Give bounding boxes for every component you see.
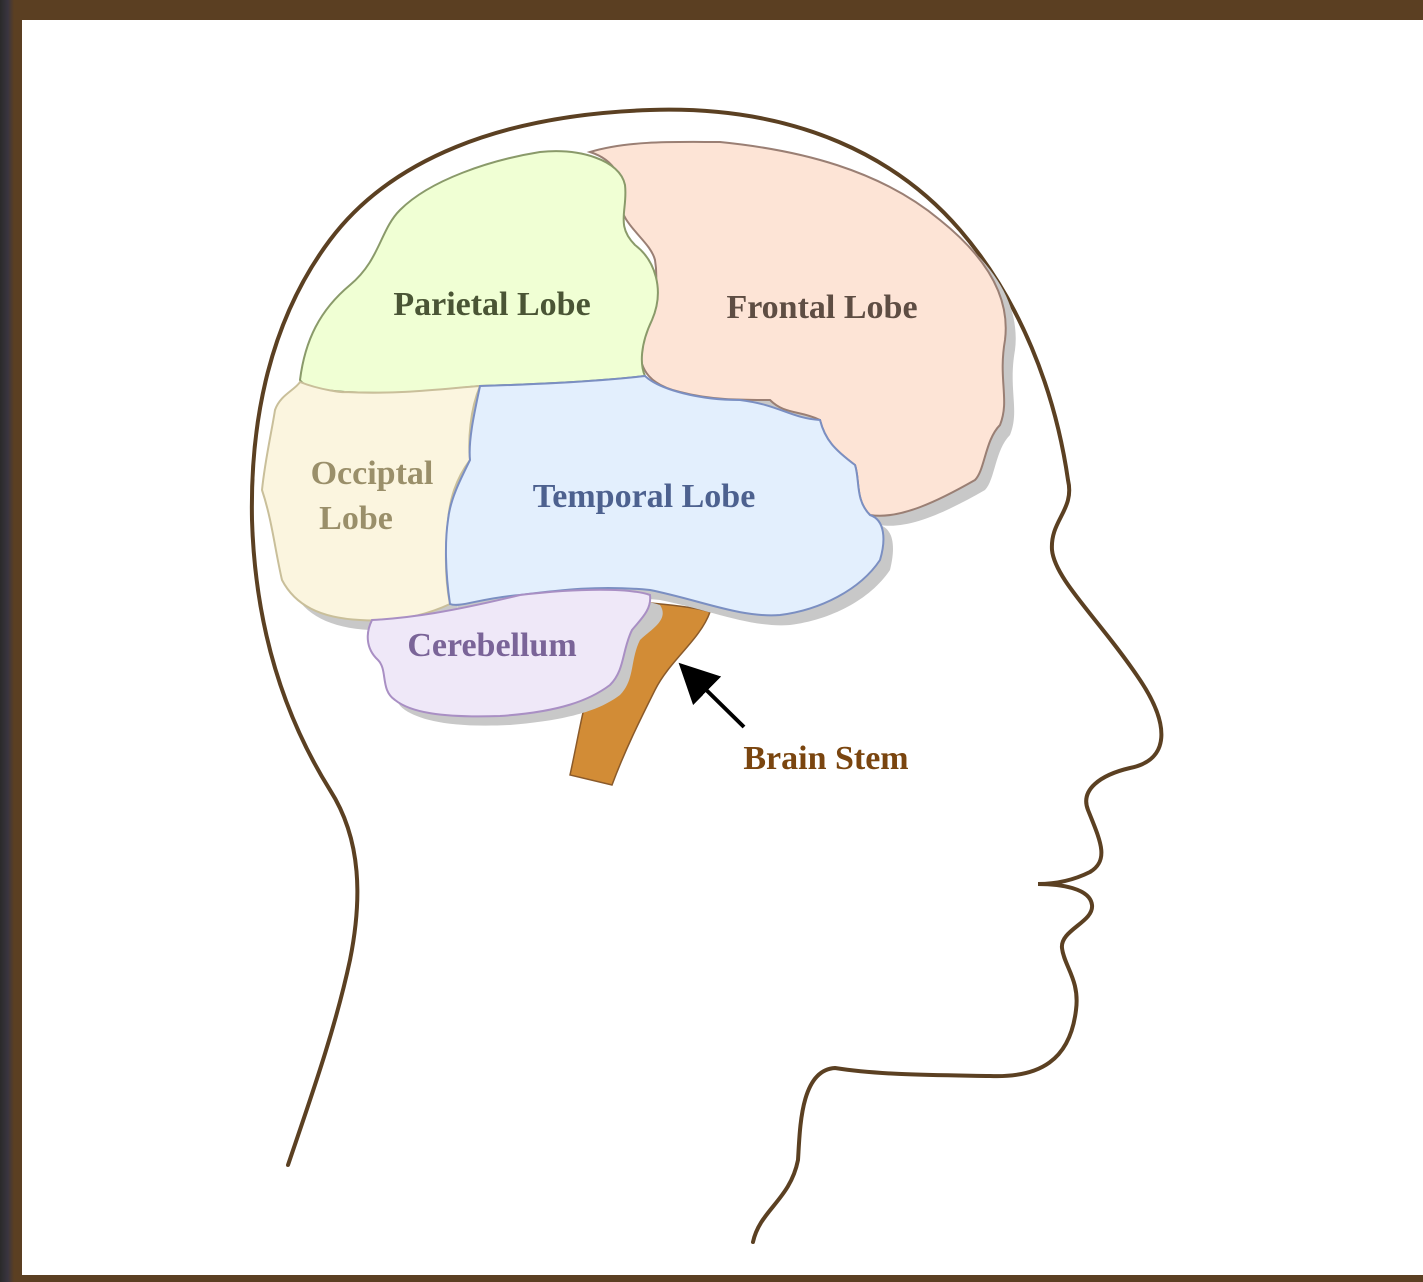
occipital-lobe-label-line2: Lobe — [319, 500, 393, 537]
brain-stem-arrow — [690, 674, 744, 727]
occipital-lobe-label-line1: Occiptal — [311, 455, 434, 492]
parietal-lobe-region — [300, 151, 658, 393]
cerebellum-label: Cerebellum — [407, 627, 576, 664]
frontal-lobe-label: Frontal Lobe — [726, 289, 917, 326]
parietal-lobe-label: Parietal Lobe — [393, 286, 590, 323]
brain-stem-label: Brain Stem — [743, 740, 908, 777]
temporal-lobe-label: Temporal Lobe — [533, 478, 756, 515]
